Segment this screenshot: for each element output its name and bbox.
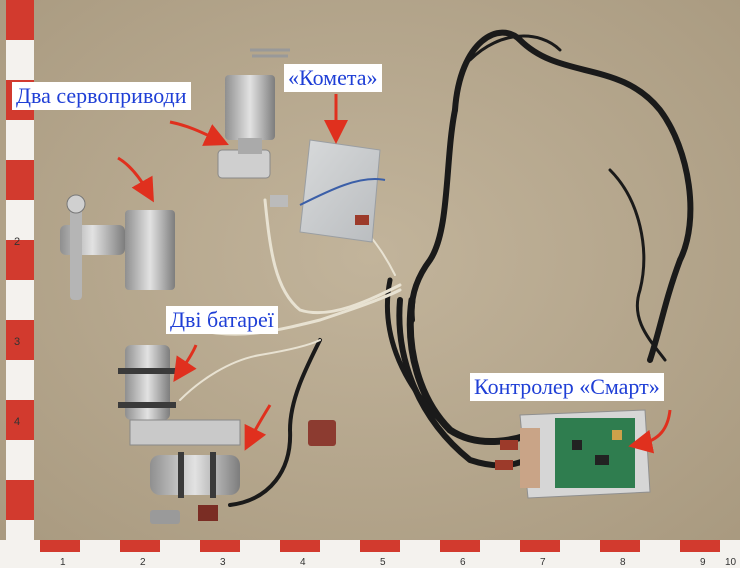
ruler-digit: 7 <box>540 557 546 568</box>
ruler-digit: 2 <box>140 557 146 568</box>
ruler-digit: 1 <box>60 557 66 568</box>
bottom-ruler: 1 2 3 4 5 6 7 8 9 10 <box>0 540 740 568</box>
ruler-digit: 9 <box>700 557 706 568</box>
label-kometa: «Комета» <box>284 64 382 92</box>
servo-drive-small <box>217 48 290 179</box>
kometa-module-plate <box>299 139 386 243</box>
ruler-digit: 4 <box>300 557 306 568</box>
ruler-digit: 6 <box>460 557 466 568</box>
label-batteries: Дві батареї <box>166 306 278 334</box>
label-smart-controller: Контролер «Смарт» <box>470 373 664 401</box>
ruler-digit: 3 <box>220 557 226 568</box>
black-cable-harness <box>228 29 694 507</box>
ruler-digit: 3 <box>14 336 20 348</box>
servo-drive-large <box>60 194 175 300</box>
ruler-digit: 2 <box>14 236 20 248</box>
connector-parts <box>150 195 336 524</box>
ruler-digit: 10 <box>725 557 737 568</box>
battery-2 <box>150 452 240 498</box>
annotation-arrows <box>117 94 672 454</box>
label-servo-drives: Два сервоприводи <box>12 82 191 110</box>
ruler-digit: 8 <box>620 557 626 568</box>
ruler-digit: 4 <box>14 416 20 428</box>
smart-controller-board <box>495 409 651 499</box>
battery-1 <box>118 345 241 446</box>
ruler-digit: 5 <box>380 557 386 568</box>
